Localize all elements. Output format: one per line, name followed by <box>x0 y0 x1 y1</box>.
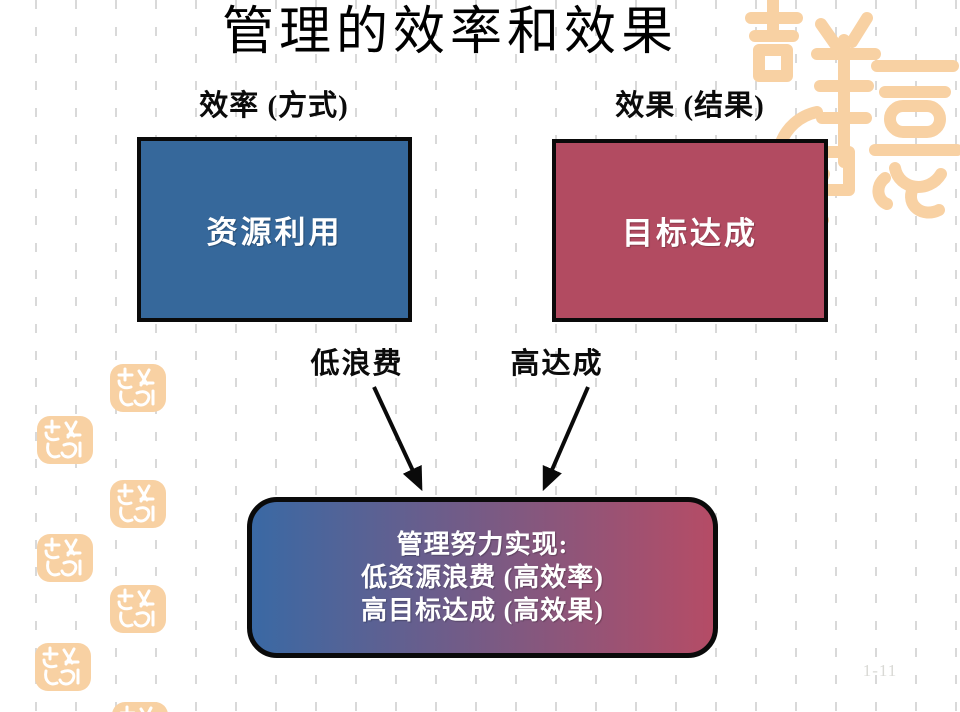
dashed-line <box>235 0 237 712</box>
seal-stamp-icon <box>35 532 95 584</box>
dashed-line <box>755 0 757 712</box>
dashed-line <box>875 0 877 712</box>
resource-box-label: 资源利用 <box>206 215 343 250</box>
management-result-box: 管理努力实现: 低资源浪费 (高效率) 高目标达成 (高效果) <box>247 497 718 658</box>
arrow-right <box>542 386 590 492</box>
result-line-1: 管理努力实现: <box>396 530 569 559</box>
seal-stamp-icon <box>108 362 168 414</box>
dashed-line <box>835 0 837 712</box>
slide-title: 管理的效率和效果 <box>221 4 678 61</box>
seal-stamp-icon <box>33 641 93 693</box>
dashed-line <box>515 0 517 712</box>
goal-achievement-box: 目标达成 <box>552 139 828 322</box>
dashed-line <box>675 0 677 712</box>
seal-stamp-icon <box>35 414 95 466</box>
seal-stamp-icon <box>110 700 170 712</box>
dashed-line <box>275 0 277 712</box>
page-number: 1-11 <box>862 661 898 680</box>
column-heading-efficiency: 效率 (方式) <box>199 90 349 122</box>
result-line-2: 低资源浪费 (高效率) <box>361 563 604 592</box>
result-line-3: 高目标达成 (高效果) <box>361 596 604 625</box>
dashed-line <box>955 0 957 712</box>
dashed-line <box>115 0 117 712</box>
corner-calligraphy-decoration <box>745 0 960 229</box>
arrow-label-high-achievement: 高达成 <box>510 348 604 380</box>
seal-stamp-icon <box>108 478 168 530</box>
dashed-line <box>475 0 477 712</box>
dashed-line <box>315 0 317 712</box>
dashed-line <box>635 0 637 712</box>
dashed-line <box>715 0 717 712</box>
dashed-line <box>35 0 37 712</box>
dashed-line <box>795 0 797 712</box>
dashed-line <box>195 0 197 712</box>
dashed-line <box>355 0 357 712</box>
dashed-line <box>75 0 77 712</box>
column-heading-effectiveness: 效果 (结果) <box>615 90 765 122</box>
goal-box-label: 目标达成 <box>622 216 758 251</box>
arrow-left <box>372 386 423 492</box>
seal-stamp-icon <box>108 583 168 635</box>
dashed-line <box>555 0 557 712</box>
dashed-line <box>915 0 917 712</box>
resource-utilization-box: 资源利用 <box>137 137 412 322</box>
dashed-line <box>155 0 157 712</box>
arrow-label-low-waste: 低浪费 <box>310 348 404 380</box>
dashed-line <box>435 0 437 712</box>
dashed-line <box>595 0 597 712</box>
dashed-line <box>395 0 397 712</box>
